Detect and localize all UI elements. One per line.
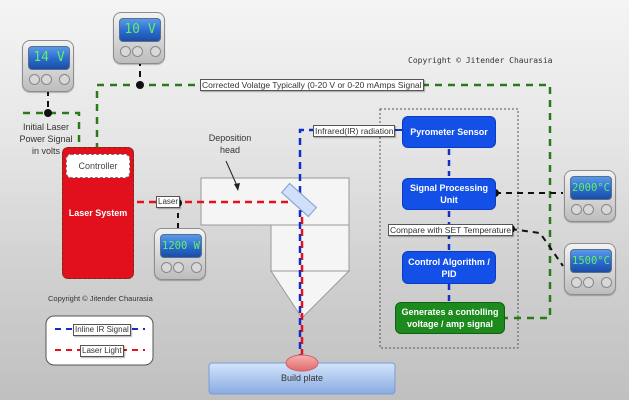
meter-knob [132, 46, 143, 57]
box-label-line: Control Algorithm / [408, 256, 490, 267]
meter-display: 2000°C [570, 176, 612, 200]
pyrometer-sensor-box: Pyrometer Sensor [402, 116, 496, 148]
initial-laser-power-label: Initial Laser Power Signal in volts [10, 121, 82, 157]
meter-measured-temperature: 2000°C [564, 170, 616, 222]
label-line: in volts [31, 146, 60, 156]
meter-laser-power: 1200 W [154, 228, 206, 280]
laser-tag-label: Laser [156, 196, 181, 208]
junction-dot [44, 109, 52, 117]
beam-splitter-mirror [280, 182, 318, 218]
copyright-left: Copyright © Jitender Chaurasia [48, 294, 153, 303]
laser-system: Controller Laser System [62, 147, 134, 279]
compare-set-temperature-label: Compare with SET Temperature [388, 224, 514, 236]
copyright-top: Copyright © Jitender Chaurasia [408, 56, 553, 65]
corrected-voltage-label: Corrected Volatge Typically (0-20 V or 0… [200, 79, 424, 91]
meter-display: 10 V [119, 18, 161, 42]
label-line: Deposition [208, 133, 252, 143]
meter-display: 1500°C [570, 249, 612, 273]
build-plate-label: Build plate [280, 373, 324, 383]
meter-knob [41, 74, 52, 85]
corrected-voltage-line [95, 83, 552, 320]
meter-display: 1200 W [160, 234, 202, 258]
meter-knob [601, 277, 612, 288]
meter-knob [191, 262, 202, 273]
arrow-head [234, 183, 240, 191]
initial-power-line [23, 111, 81, 150]
meter-1500c-connector [510, 228, 564, 267]
meter-knob [583, 204, 594, 215]
box-label: Control Algorithm /PID [408, 256, 490, 280]
generates-signal-box: Generates a contolling voltage / amp sign… [395, 302, 505, 334]
deposition-head-neck [270, 224, 350, 272]
controller-box: Controller [66, 154, 130, 178]
meter-knob [29, 74, 40, 85]
meter-corrected-voltage: 10 V [113, 12, 165, 64]
meter-knob [571, 277, 582, 288]
legend-laser-label: Laser Light [80, 345, 124, 357]
meter-knob [59, 74, 70, 85]
infrared-label: Infrared(IR) radiation [313, 125, 396, 137]
box-label-line: Signal Processing [409, 183, 489, 193]
meter-knob [601, 204, 612, 215]
box-label-line: Unit [440, 195, 458, 205]
deposition-head-label: Deposition head [195, 132, 265, 156]
box-label-line: voltage / amp signal [406, 319, 494, 329]
label-line: Power Signal [19, 134, 73, 144]
deposition-nozzle [270, 270, 351, 319]
deposition-head-arrow [225, 160, 239, 189]
meter-knob [571, 204, 582, 215]
meter-knob [583, 277, 594, 288]
meter-knob [120, 46, 131, 57]
label-line: Initial Laser [22, 122, 70, 132]
box-label: Pyrometer Sensor [410, 127, 488, 137]
meter-knob [173, 262, 184, 273]
label-line: head [219, 145, 241, 155]
meter-set-temperature: 1500°C [564, 243, 616, 295]
box-label: Generates a contolling voltage / amp sign… [401, 306, 498, 330]
laser-beam [137, 200, 304, 355]
ir-beam [298, 128, 313, 355]
control-algorithm-box: Control Algorithm /PID [402, 251, 496, 284]
processing-group-border [379, 108, 519, 349]
melt-pool [285, 354, 319, 372]
laser-system-title: Laser System [68, 208, 128, 218]
meter-display: 14 V [28, 46, 70, 70]
legend-ir-label: Inline IR Signal [73, 324, 131, 336]
meter-initial-power: 14 V [22, 40, 74, 92]
junction-dot [136, 81, 144, 89]
meter-knob [150, 46, 161, 57]
box-label-line: PID [441, 268, 457, 279]
meter-knob [161, 262, 172, 273]
box-label-line: Generates a contolling [401, 307, 499, 317]
